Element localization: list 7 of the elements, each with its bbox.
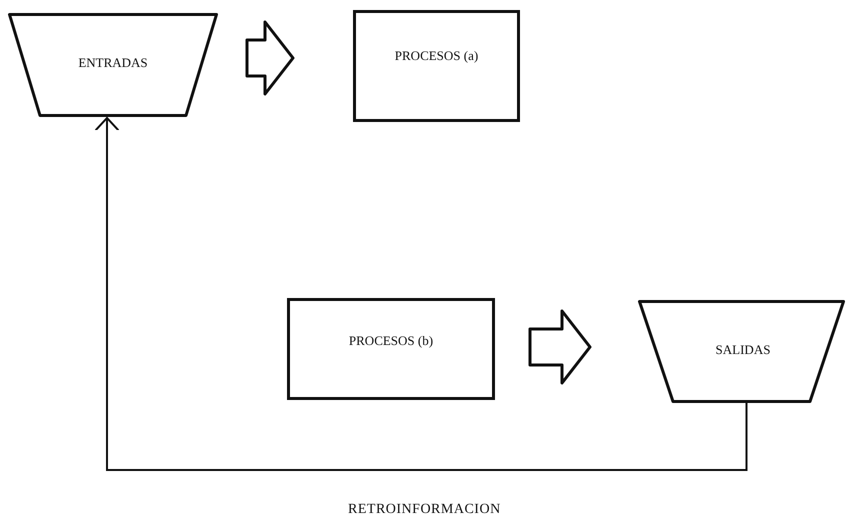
node-label: ENTRADAS [77, 55, 149, 72]
node-label: PROCESOS (a) [394, 48, 480, 64]
node-label: SALIDAS [714, 342, 772, 358]
feedback-arrow [93, 117, 748, 471]
block-arrow [246, 20, 294, 96]
block-arrow [528, 310, 592, 384]
node-label: PROCESOS (b) [348, 333, 434, 350]
